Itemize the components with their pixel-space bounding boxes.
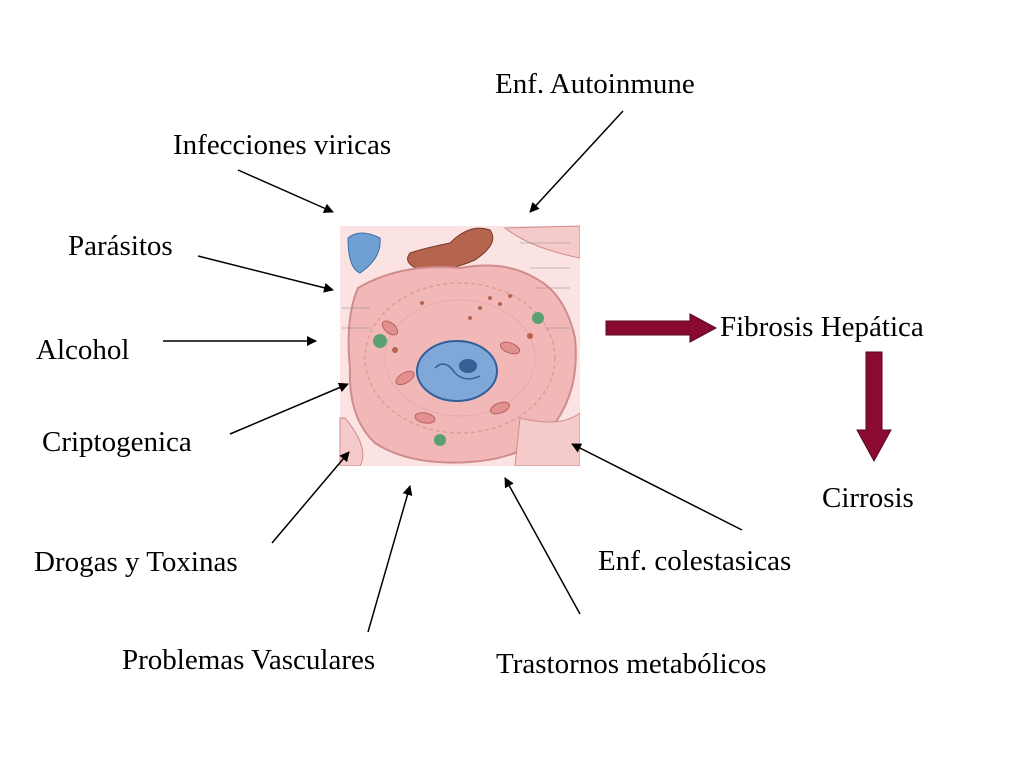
- arrow-parasites: [197, 255, 334, 293]
- arrow-viral: [237, 169, 334, 213]
- label-metabolic: Trastornos metabólicos: [496, 648, 767, 680]
- block-arrow-to-cirrhosis: [856, 351, 892, 463]
- hepatocyte-illustration: [339, 225, 580, 466]
- arrow-autoimmune: [529, 110, 624, 213]
- arrow-vascular: [367, 485, 413, 633]
- label-parasites: Parásitos: [68, 230, 173, 262]
- arrow-cholestatic: [571, 443, 743, 531]
- label-viral-infections: Infecciones viricas: [173, 129, 392, 161]
- arrow-drugs: [271, 451, 350, 544]
- label-autoimmune: Enf. Autoinmune: [495, 68, 695, 100]
- label-fibrosis: Fibrosis Hepática: [720, 311, 924, 343]
- arrow-metabolic: [504, 477, 581, 615]
- arrow-cryptogenic: [229, 382, 349, 435]
- label-alcohol: Alcohol: [36, 334, 130, 366]
- label-vascular: Problemas Vasculares: [122, 644, 376, 676]
- label-cirrhosis: Cirrosis: [822, 482, 914, 514]
- label-cryptogenic: Criptogenica: [42, 426, 192, 458]
- label-cholestatic: Enf. colestasicas: [598, 545, 792, 577]
- block-arrow-to-fibrosis: [605, 313, 718, 343]
- label-drugs-toxins: Drogas y Toxinas: [34, 546, 238, 578]
